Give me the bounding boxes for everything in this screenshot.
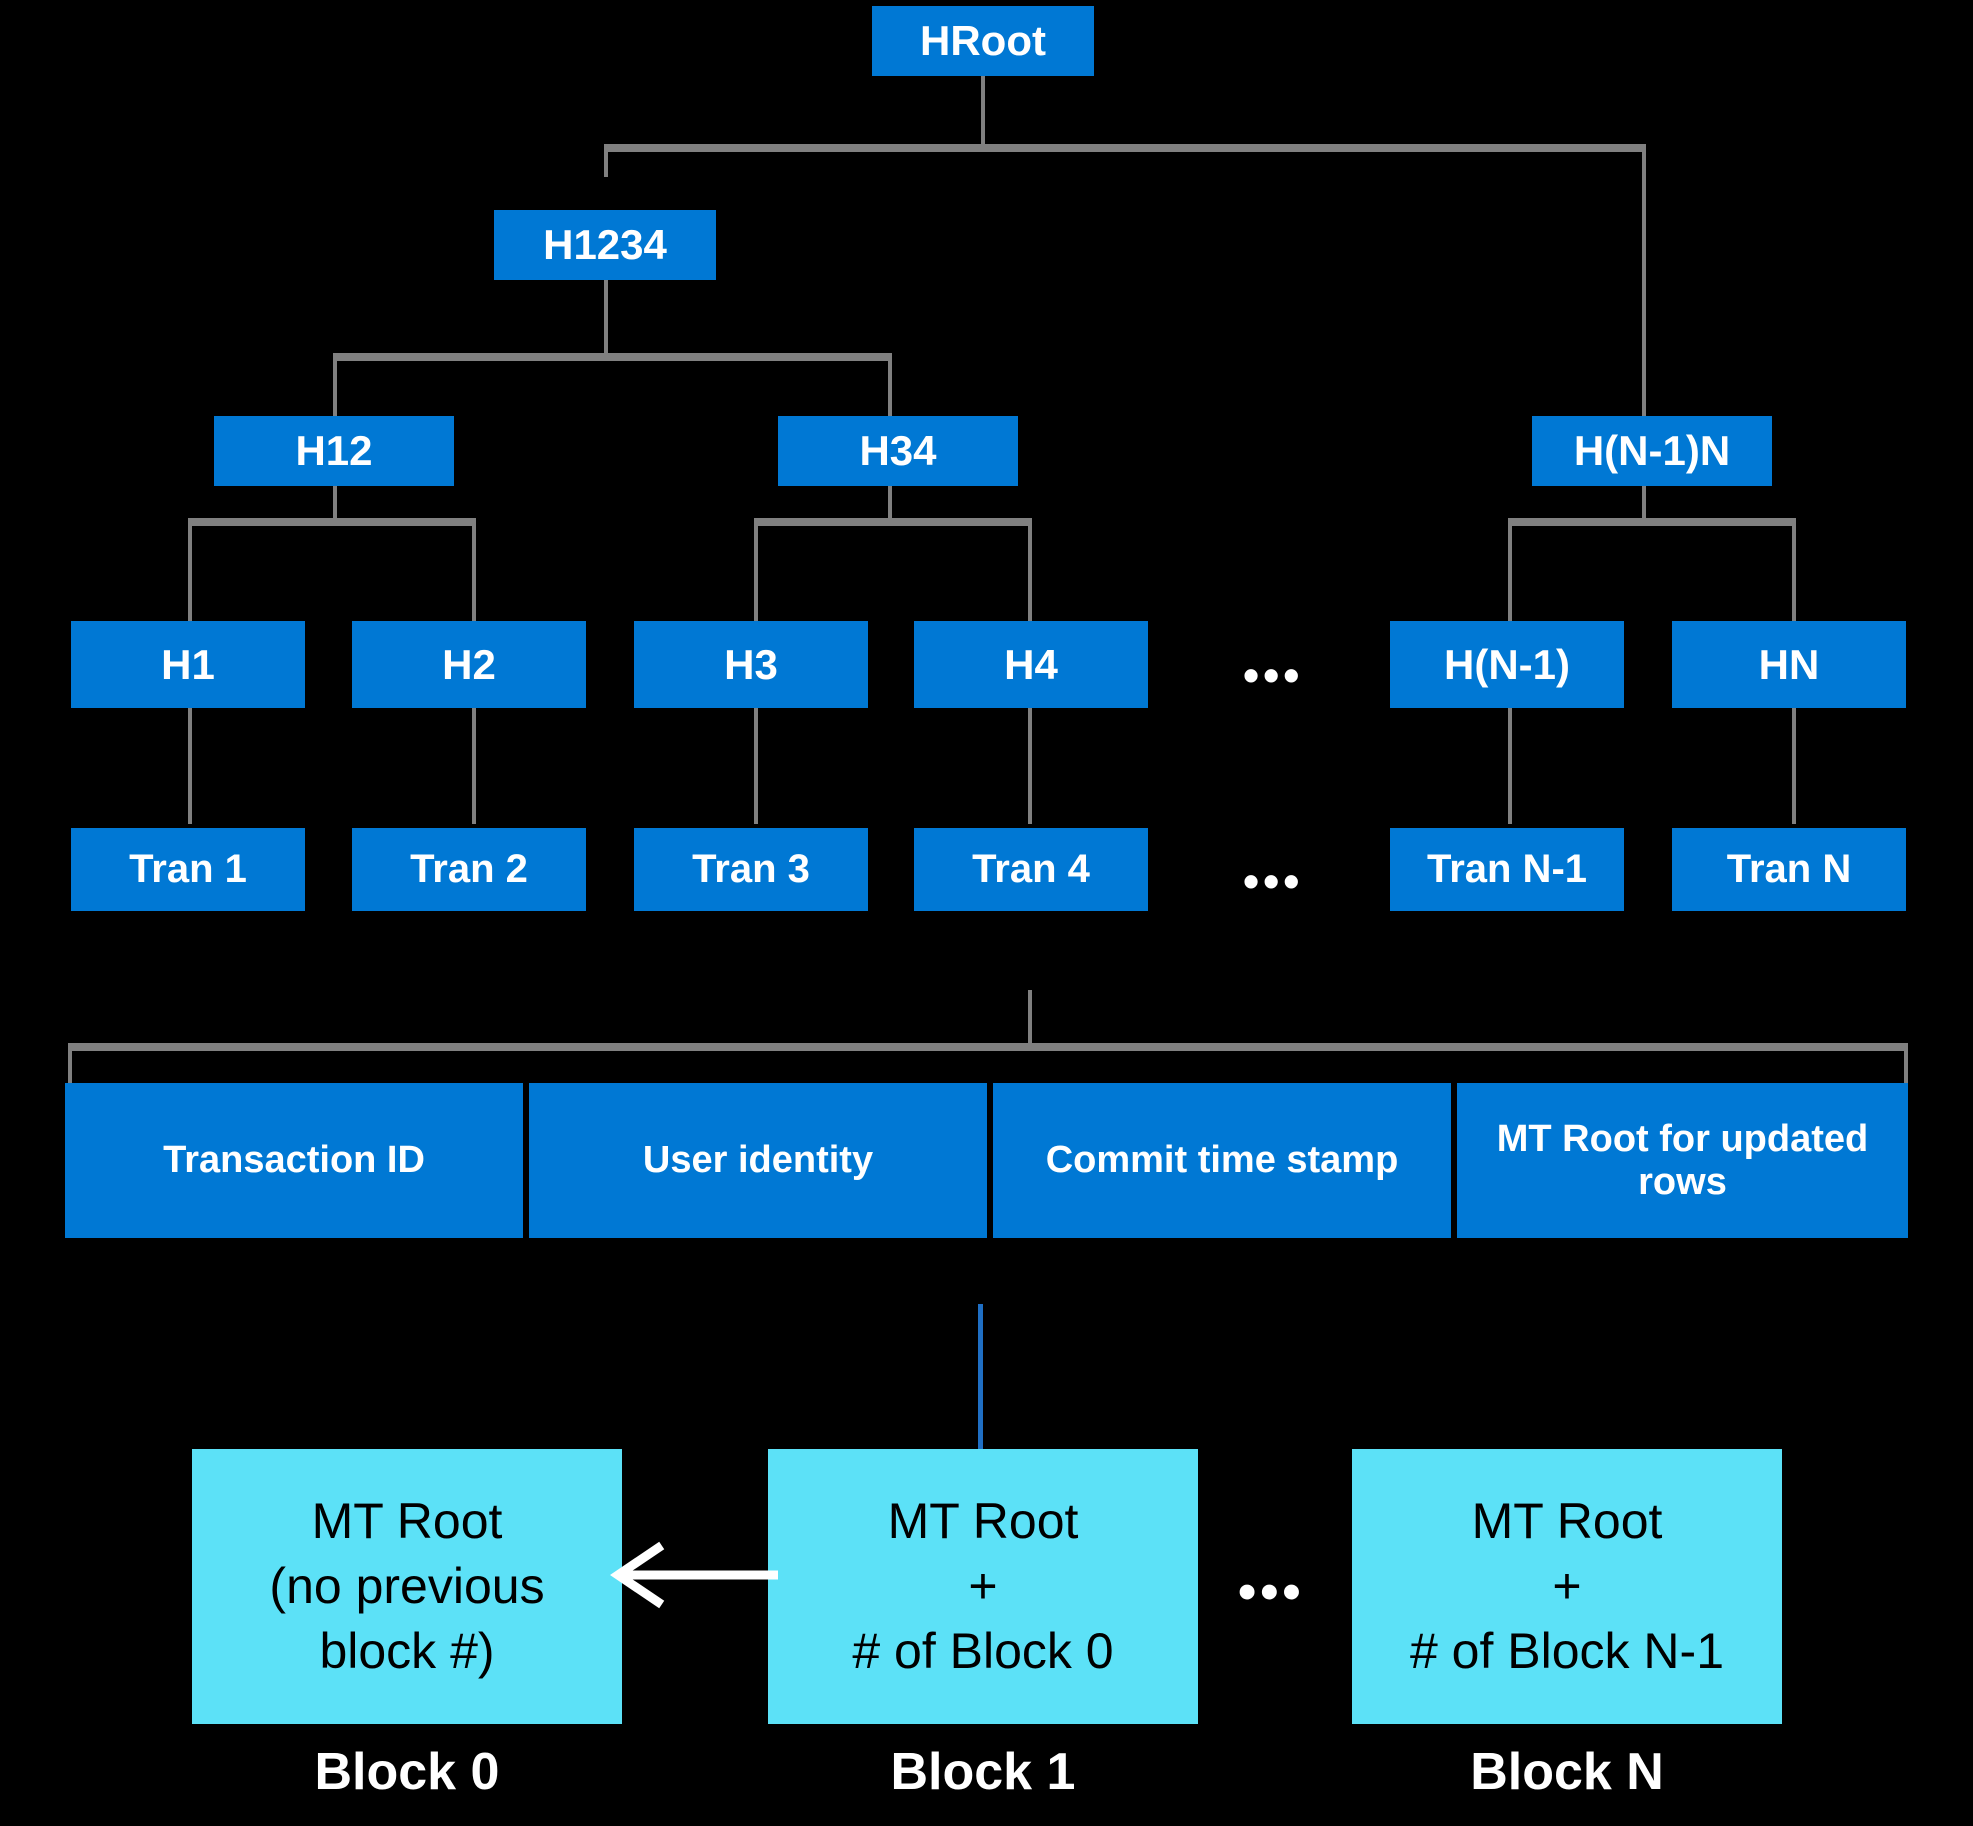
connector-hn-trann: [1792, 706, 1796, 824]
node-tran-n-1[interactable]: Tran N-1: [1390, 828, 1624, 911]
connector-to-hn: [1792, 518, 1796, 623]
connector-h34-bar: [754, 518, 1032, 526]
node-tran-1-label: Tran 1: [129, 847, 247, 892]
connector-to-h3: [754, 518, 758, 623]
block-0[interactable]: MT Root (no previous block #): [192, 1449, 622, 1724]
node-hn1n-label: H(N-1)N: [1573, 427, 1731, 475]
bracket-top: [68, 1043, 1908, 1051]
node-h3[interactable]: H3: [634, 621, 868, 708]
node-hn[interactable]: HN: [1672, 621, 1906, 708]
bracket-left-leg: [68, 1043, 72, 1120]
field-mt-root-updated-rows-label: MT Root for updated rows: [1496, 1117, 1869, 1203]
node-tran-4[interactable]: Tran 4: [914, 828, 1148, 911]
field-commit-time-stamp-label: Commit time stamp: [1045, 1139, 1399, 1182]
block-caption-1: Block 1: [890, 1743, 1076, 1801]
block-n[interactable]: MT Root + # of Block N-1: [1352, 1449, 1782, 1724]
connector-h2-tran2: [472, 706, 476, 824]
transaction-row-ellipsis: •••: [1243, 855, 1304, 907]
connector-hn1-trann1: [1508, 706, 1512, 824]
node-hroot-label: HRoot: [920, 17, 1046, 65]
node-h1-label: H1: [161, 640, 215, 688]
connector-to-h1: [188, 518, 192, 623]
block-n-line3: # of Block N-1: [1409, 1623, 1724, 1679]
connector-hroot-stem: [981, 74, 985, 146]
block-1-line2: +: [968, 1558, 998, 1614]
connector-hroot-bar: [604, 144, 1646, 152]
node-h1[interactable]: H1: [71, 621, 305, 708]
node-h34-label: H34: [859, 427, 937, 475]
connector-to-hn1n: [1642, 144, 1646, 414]
node-h2-label: H2: [442, 640, 496, 688]
block-0-line1: MT Root: [311, 1493, 503, 1549]
arrow-block1-to-block0: [609, 1540, 780, 1610]
node-tran-2[interactable]: Tran 2: [352, 828, 586, 911]
node-hn1n[interactable]: H(N-1)N: [1532, 416, 1772, 486]
node-tran-4-label: Tran 4: [972, 847, 1090, 892]
node-tran-3-label: Tran 3: [692, 847, 810, 892]
block-n-line2: +: [1552, 1558, 1582, 1614]
connector-to-h1234: [604, 144, 608, 177]
node-h3-label: H3: [724, 640, 778, 688]
node-tran-2-label: Tran 2: [410, 847, 528, 892]
block-1-line3: # of Block 0: [852, 1623, 1114, 1679]
connector-hn1n-bar: [1508, 518, 1796, 526]
field-user-identity[interactable]: User identity: [529, 1083, 987, 1238]
node-hn-label: HN: [1758, 640, 1820, 688]
connector-h1-tran1: [188, 706, 192, 824]
connector-h4-tran4: [1028, 706, 1032, 824]
node-h1234[interactable]: H1234: [494, 210, 716, 280]
arrow-left-icon: [609, 1541, 778, 1609]
block-caption-n: Block N: [1470, 1743, 1664, 1801]
node-h4[interactable]: H4: [914, 621, 1148, 708]
connector-to-h12: [333, 353, 337, 414]
connector-h1234-stem: [604, 236, 608, 357]
connector-to-h34: [888, 353, 892, 414]
block-0-line2: (no previous: [269, 1558, 545, 1614]
node-tran-n-label: Tran N: [1726, 847, 1852, 892]
field-transaction-id[interactable]: Transaction ID: [65, 1083, 523, 1238]
node-tran-n-1-label: Tran N-1: [1426, 847, 1588, 892]
block-row-ellipsis: •••: [1238, 1563, 1305, 1621]
connector-to-h4: [1028, 518, 1032, 623]
node-h12[interactable]: H12: [214, 416, 454, 486]
node-hroot[interactable]: HRoot: [872, 6, 1094, 76]
node-tran-3[interactable]: Tran 3: [634, 828, 868, 911]
field-user-identity-label: User identity: [642, 1139, 874, 1182]
node-h2[interactable]: H2: [352, 621, 586, 708]
node-tran-1[interactable]: Tran 1: [71, 828, 305, 911]
node-h34[interactable]: H34: [778, 416, 1018, 486]
connector-h3-tran3: [754, 706, 758, 824]
block-1-line1: MT Root: [887, 1493, 1079, 1549]
block-caption-0: Block 0: [314, 1743, 500, 1801]
node-h1234-label: H1234: [543, 221, 667, 269]
connector-mtroot-block1: [978, 1304, 983, 1451]
field-commit-time-stamp[interactable]: Commit time stamp: [993, 1083, 1451, 1238]
block-0-line3: block #): [319, 1623, 495, 1679]
field-transaction-id-label: Transaction ID: [163, 1139, 425, 1182]
node-hn1-label: H(N-1): [1444, 640, 1570, 688]
node-h12-label: H12: [295, 427, 373, 475]
connector-h12-bar: [188, 518, 476, 526]
node-hn1[interactable]: H(N-1): [1390, 621, 1624, 708]
connector-to-h2: [472, 518, 476, 623]
node-h4-label: H4: [1004, 640, 1058, 688]
bracket-right-leg: [1904, 1043, 1908, 1120]
connector-tran4-expand: [1028, 990, 1032, 1047]
field-mt-root-updated-rows[interactable]: MT Root for updated rows: [1457, 1083, 1908, 1238]
connector-to-hn1: [1508, 518, 1512, 623]
node-tran-n[interactable]: Tran N: [1672, 828, 1906, 911]
hash-row-ellipsis: •••: [1243, 649, 1304, 701]
connector-h1234-bar: [333, 353, 892, 361]
block-1[interactable]: MT Root + # of Block 0: [768, 1449, 1198, 1724]
block-n-line1: MT Root: [1471, 1493, 1663, 1549]
